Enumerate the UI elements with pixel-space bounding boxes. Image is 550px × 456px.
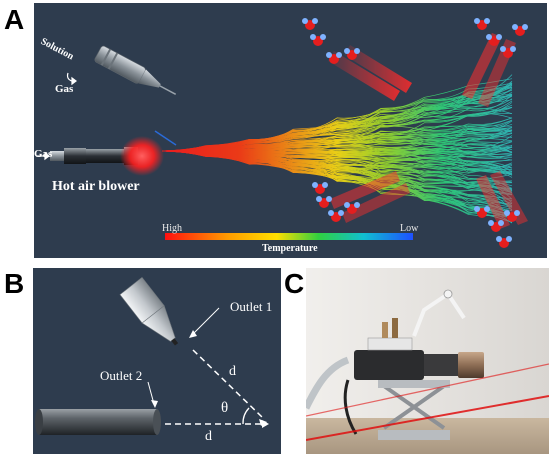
streamline [161, 127, 513, 152]
water-molecule-icon [474, 18, 490, 30]
distance-label-horizontal: d [205, 429, 212, 444]
outlet-2-label: Outlet 2 [100, 368, 143, 383]
panel-letter-b: B [4, 268, 25, 299]
outlet-1-nozzle-icon [119, 276, 179, 346]
water-molecule-icon [302, 18, 318, 30]
angle-arc [242, 407, 250, 425]
gas-label-top: Gas [55, 83, 74, 95]
water-molecule-icon [488, 220, 504, 232]
solution-needle [154, 130, 177, 146]
water-molecule-icon [344, 48, 360, 60]
panel-c-apparatus-photo [306, 268, 549, 454]
hot-air-blower-icon [50, 136, 164, 176]
water-molecule-icon [500, 46, 516, 58]
streamline [161, 125, 513, 152]
streamline [161, 93, 513, 152]
water-molecules [302, 18, 528, 248]
streamline [161, 150, 513, 178]
outlet-1-pointer-head [189, 330, 197, 338]
water-molecule-icon [486, 34, 502, 46]
streamline [161, 146, 513, 155]
water-molecule-icon [512, 24, 528, 36]
arrowhead-horizontal [262, 420, 269, 428]
panel-b-geometry: Outlet 1 Outlet 2 d θ d [33, 268, 281, 454]
scale-title: Temperature [262, 243, 318, 254]
hot-air-blower-photo [354, 318, 484, 380]
lab-jack [378, 380, 450, 440]
panel-letter-c: C [284, 268, 305, 299]
gas-arrows [36, 72, 77, 161]
water-molecule-icon [310, 34, 326, 46]
outlet-2-pointer-head [151, 400, 158, 408]
outlet-1-label: Outlet 1 [230, 299, 273, 314]
gas-label-side: Gas [34, 148, 53, 160]
water-molecule-icon [474, 206, 490, 218]
arm-joint [443, 289, 453, 299]
laser-beam [306, 395, 549, 441]
streamline [161, 150, 513, 174]
panel-c-canvas [306, 268, 549, 454]
outlet-2-tube-icon [35, 409, 161, 435]
laser-beam-2 [306, 363, 549, 417]
water-molecule-icon [312, 182, 328, 194]
distance-lines [165, 349, 264, 425]
streamline [161, 83, 513, 152]
streamline [161, 150, 513, 224]
panel-a-canvas [36, 18, 528, 248]
panel-a-flow-simulation: Solution Gas Gas Hot air blower High Low… [34, 3, 547, 258]
scale-low-label: Low [400, 223, 419, 234]
streamline [161, 150, 513, 187]
water-molecule-icon [504, 210, 520, 222]
outlet-1-pointer [192, 307, 220, 335]
water-molecule-icon [496, 236, 512, 248]
panel-letter-a: A [4, 4, 25, 35]
water-molecule-icon [344, 202, 360, 214]
molecule-jets [328, 33, 528, 229]
water-molecule-icon [328, 210, 344, 222]
streamline [161, 104, 513, 152]
water-molecule-icon [326, 52, 342, 64]
panel-b-canvas [35, 276, 269, 435]
angle-label: θ [221, 400, 229, 416]
hot-air-blower-label: Hot air blower [52, 179, 140, 194]
streamline [161, 150, 513, 207]
streamline [161, 150, 513, 217]
flow-streamlines [161, 74, 513, 224]
air-hose [306, 356, 350, 410]
water-molecule-icon [316, 196, 332, 208]
distance-label-diagonal: d [229, 364, 236, 379]
solution-nozzle-icon [94, 45, 177, 95]
nozzle-arm [412, 291, 466, 337]
temperature-colorbar [165, 233, 413, 240]
scale-high-label: High [162, 223, 182, 234]
